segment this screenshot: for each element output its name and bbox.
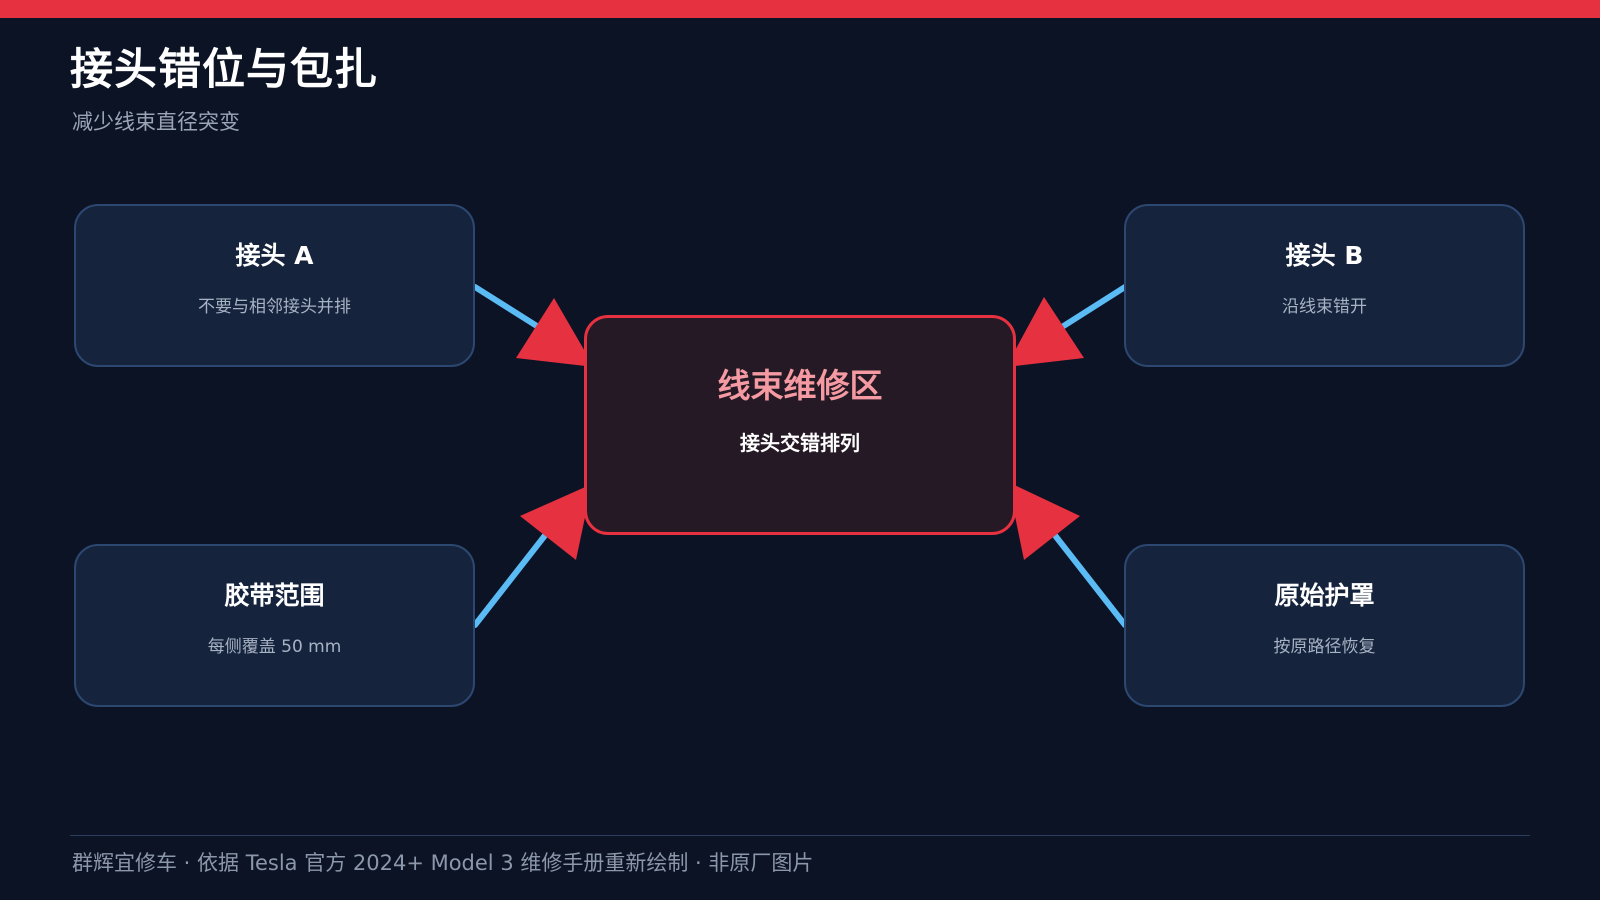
connector-b-to-hub — [1006, 284, 1128, 367]
connector-d-to-hub — [1008, 482, 1128, 628]
arrowhead-b — [1006, 297, 1084, 367]
connector-line-b — [1059, 284, 1128, 330]
accent-top-bar — [0, 0, 1600, 18]
card-title: 接头 A — [235, 241, 314, 270]
card-description: 沿线束错开 — [1282, 297, 1367, 317]
card-description: 每侧覆盖 50 mm — [207, 637, 342, 657]
connector-line-a — [472, 284, 543, 331]
connector-c-to-hub — [472, 484, 592, 628]
footer-credit: 群辉宜修车 · 依据 Tesla 官方 2024+ Model 3 维修手册重新… — [72, 851, 814, 875]
page-title: 接头错位与包扎 — [70, 45, 378, 95]
arrowhead-a — [516, 298, 594, 367]
arrowhead-c — [520, 484, 592, 560]
card-description: 不要与相邻接头并排 — [198, 297, 351, 317]
hub-description: 接头交错排列 — [740, 431, 860, 455]
card-title: 接头 B — [1285, 241, 1364, 270]
card-connector-b: 接头 B 沿线束错开 — [1124, 204, 1525, 367]
page-subtitle: 减少线束直径突变 — [72, 110, 240, 134]
arrowhead-d — [1008, 482, 1080, 560]
connector-line-c — [472, 526, 553, 628]
card-original-sheath: 原始护罩 按原路径恢复 — [1124, 544, 1525, 707]
card-title: 原始护罩 — [1274, 581, 1375, 610]
card-title: 胶带范围 — [224, 581, 325, 610]
footer-divider — [70, 835, 1530, 836]
card-description: 按原路径恢复 — [1273, 637, 1376, 657]
hub-title: 线束维修区 — [717, 366, 883, 405]
hub-harness-repair-zone: 线束维修区 接头交错排列 — [584, 315, 1016, 535]
connector-a-to-hub — [472, 284, 594, 367]
card-connector-a: 接头 A 不要与相邻接头并排 — [74, 204, 475, 367]
connector-line-d — [1047, 526, 1128, 628]
card-tape-range: 胶带范围 每侧覆盖 50 mm — [74, 544, 475, 707]
